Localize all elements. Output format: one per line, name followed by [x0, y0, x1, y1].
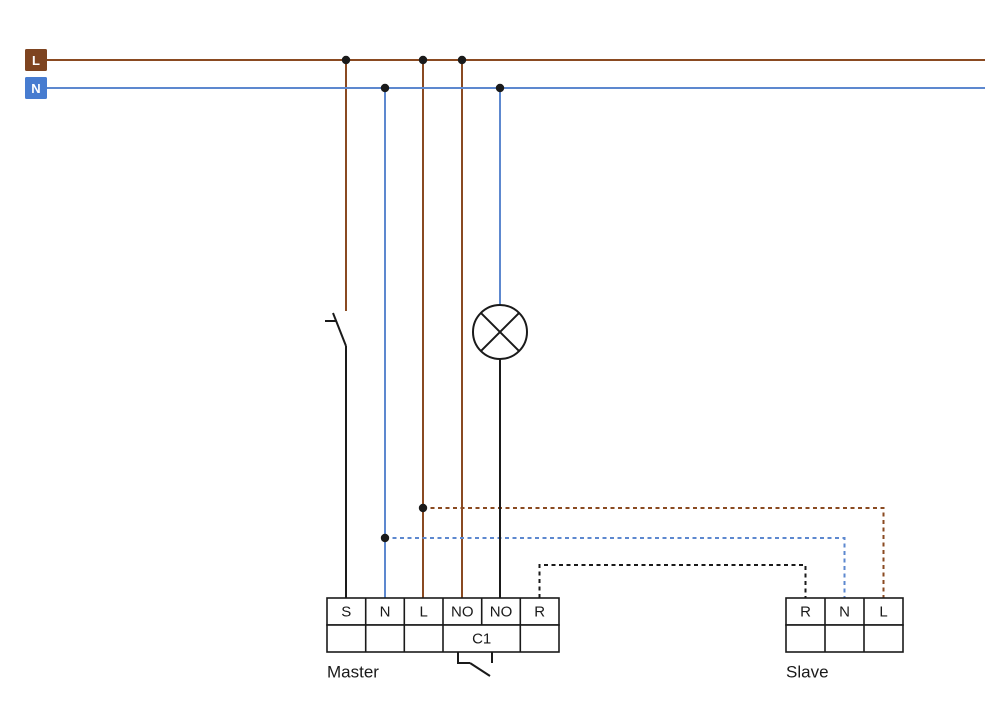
- switch-blade: [332, 312, 347, 347]
- black-wires: [325, 304, 807, 677]
- brown-wires: [47, 59, 985, 598]
- master-terminal-l: L: [420, 604, 428, 621]
- slave-n-link-wire: [385, 537, 846, 598]
- junction-dots: [341, 55, 505, 543]
- lamp-circle: [472, 304, 528, 360]
- slave-terminal-l: L: [879, 604, 887, 621]
- slave-label: Slave: [786, 663, 829, 682]
- master-terminal-r: R: [534, 604, 545, 621]
- switch-icon: [325, 312, 347, 347]
- bus-badges: L N: [25, 49, 47, 99]
- device-names: Master Slave: [327, 663, 829, 682]
- blue-wires: [47, 87, 985, 598]
- junction-dot: [457, 55, 467, 65]
- junction-dot: [418, 503, 428, 513]
- slave-top-row: [785, 597, 904, 626]
- lamp-icon: [472, 304, 528, 360]
- junction-dot: [341, 55, 351, 65]
- relay-blade: [469, 662, 491, 677]
- terminal-blocks: [326, 597, 904, 653]
- live-badge-label: L: [32, 53, 40, 68]
- junction-dot: [380, 533, 390, 543]
- slave-l-link-wire: [423, 507, 885, 598]
- junction-dot: [495, 83, 505, 93]
- master-terminal-no1: NO: [451, 604, 474, 621]
- lamp-cross-2: [480, 312, 520, 352]
- master-channel-label: C1: [472, 631, 491, 648]
- slave-terminal-block: [785, 597, 904, 653]
- neutral-badge: [25, 77, 47, 99]
- slave-terminal-n: N: [839, 604, 850, 621]
- live-badge: [25, 49, 47, 71]
- slave-bottom-row: [785, 624, 904, 653]
- master-terminal-no2: NO: [490, 604, 513, 621]
- master-terminal-n: N: [380, 604, 391, 621]
- master-terminal-block: [326, 597, 560, 653]
- relay-contact-icon: [457, 652, 493, 677]
- relay-left-lead: [457, 652, 470, 664]
- neutral-badge-label: N: [31, 81, 40, 96]
- junction-dot: [418, 55, 428, 65]
- slave-terminal-r: R: [800, 604, 811, 621]
- master-terminal-s: S: [341, 604, 351, 621]
- junction-dot: [380, 83, 390, 93]
- terminal-labels: S N L NO NO R C1 R N L: [341, 604, 887, 648]
- master-label: Master: [327, 663, 379, 682]
- remote-r-link-wire: [538, 564, 807, 598]
